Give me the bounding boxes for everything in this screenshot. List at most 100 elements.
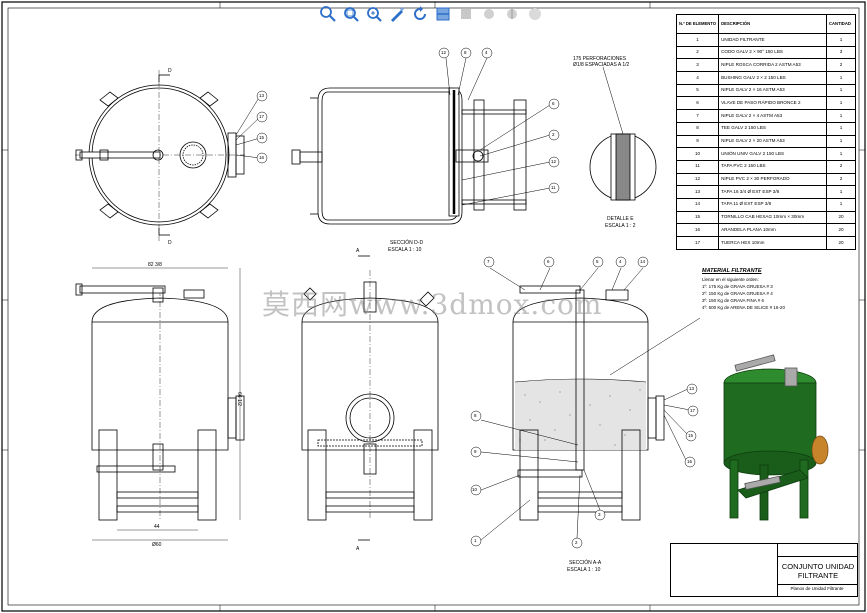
bom-description: NIPLE ROSCA CORRIDA 2 ASTM A53	[718, 58, 827, 73]
bom-description: TAPA PVC 2 150 LBS	[718, 159, 827, 174]
drawing-subtitle: Planos de Unidad Filtrante	[790, 586, 844, 591]
bom-description: NIPLE GALV 2 × 20 ASTM A53	[718, 134, 827, 149]
bom-item-number: 15	[675, 210, 720, 225]
zoom-area-icon[interactable]	[341, 4, 361, 24]
bom-quantity: 1	[826, 197, 856, 212]
bom-quantity: 1	[826, 109, 856, 123]
section-dd-scale: ESCALA 1 : 10	[388, 247, 422, 253]
bom-item-number: 2	[675, 45, 720, 60]
bom-description: NIPLE GALV 2 × 16 ASTM A53	[718, 83, 827, 98]
bom-description: VLAVE DE PASO RÁPIDO BRONCE 2	[718, 96, 827, 111]
bom-item-number: 8	[675, 121, 720, 136]
zoom-fit-icon[interactable]	[318, 4, 338, 24]
bom-item-number: 7	[675, 109, 720, 123]
bom-item-number: 14	[675, 197, 720, 212]
bom-item-number: 4	[675, 71, 720, 85]
bom-quantity: 1	[826, 96, 856, 111]
bom-item-number: 6	[675, 96, 720, 111]
balloon: 8	[464, 50, 467, 55]
material-title: MATERIAL FILTRANTE	[702, 268, 762, 274]
dimension-width: 82 3/8	[148, 262, 162, 268]
svg-text:D: D	[168, 240, 172, 246]
bom-description: CODO GALV 2 × 90° 150 LBS	[718, 45, 827, 60]
bom-quantity: 2	[826, 58, 856, 73]
svg-text:D: D	[168, 68, 172, 74]
material-step: 1º: 175 Kg de GRAVA GRUESA # 3	[702, 284, 773, 289]
material-intro: Llenar en el siguiente orden:	[702, 277, 759, 282]
title-block-header	[777, 544, 857, 557]
bom-description: TAPA 11 Ø EXT ESP 3/8	[718, 197, 827, 212]
bom-description: UNIÓN UNIV GALV 2 150 LBS	[718, 147, 827, 161]
view-toolbar	[318, 3, 545, 25]
balloon: 15	[688, 433, 694, 438]
section-aa-view	[512, 285, 665, 521]
bom-quantity: 2	[826, 172, 856, 187]
balloon: 12	[441, 50, 447, 55]
bom-header-item: N.º DE ELEMENTO	[675, 14, 720, 34]
bom-quantity: 1	[826, 71, 856, 85]
section-dd-label: SECCIÓN D-D	[390, 240, 424, 246]
bom-quantity: 20	[826, 223, 856, 237]
material-step: 2º: 150 Kg de GRAVA GRUESA # 4	[702, 291, 773, 296]
side-view	[301, 270, 439, 521]
bom-description: NIPLE GALV 2 × 4 ASTM A53	[718, 109, 827, 123]
bom-description: TORNILLO CAB HEXAG 10mm × 30mm	[718, 210, 827, 225]
svg-text:A: A	[356, 546, 360, 552]
bom-item-number: 3	[675, 58, 720, 73]
bom-item-number: 12	[675, 172, 720, 187]
material-step: 4º: 500 Kg de ARENA DE SILICE # 16-20	[702, 305, 785, 310]
scene-icon[interactable]	[525, 4, 545, 24]
balloon: 12	[551, 159, 557, 164]
balloon: 6	[552, 101, 555, 106]
hide-show-icon[interactable]	[479, 4, 499, 24]
bom-description: BUSHING GALV 2 × 2 150 LBS	[718, 71, 827, 85]
zoom-in-out-icon[interactable]	[364, 4, 384, 24]
bom-quantity: 1	[826, 134, 856, 149]
title-block: CONJUNTO UNIDAD FILTRANTE Planos de Unid…	[670, 543, 858, 597]
display-style-icon[interactable]	[456, 4, 476, 24]
title-block-divider	[777, 584, 857, 585]
bom-header-row: N.º DE ELEMENTO DESCRIPCIÓN CANTIDAD	[675, 14, 856, 34]
dimension-diameter: Ø60	[152, 542, 162, 548]
balloon: 10	[472, 487, 478, 492]
dimension-leg-span: 44	[154, 524, 160, 530]
bom-item-number: 13	[675, 185, 720, 199]
appearance-icon[interactable]	[502, 4, 522, 24]
svg-text:A: A	[356, 248, 360, 254]
bom-item-number: 16	[675, 223, 720, 237]
rotate-icon[interactable]	[410, 4, 430, 24]
balloon: 2	[575, 540, 578, 545]
perforations-note: 175 PERFORACIONES	[573, 56, 627, 62]
bom-header-quantity: CANTIDAD	[826, 14, 856, 34]
bom-quantity: 1	[826, 33, 856, 47]
section-dd-view	[291, 87, 527, 225]
detail-e-label: DETALLE E	[607, 216, 634, 222]
bom-description: TUERCA HEX 10mm	[718, 236, 827, 250]
bom-item-number: 5	[675, 83, 720, 98]
watermark: 莫西网www.3dmox.com	[262, 288, 603, 321]
sketch-icon[interactable]	[387, 4, 407, 24]
balloon: 8	[474, 413, 477, 418]
front-view	[75, 267, 245, 541]
bom-quantity: 20	[826, 236, 856, 250]
balloon: 16	[687, 459, 693, 464]
balloon: 7	[487, 259, 490, 264]
balloon: 6	[547, 259, 550, 264]
top-view	[75, 70, 245, 242]
bom-description: TEE GALV 2 150 LBS	[718, 121, 827, 136]
balloon: 11	[551, 185, 556, 190]
section-view-icon[interactable]	[433, 4, 453, 24]
balloon: 5	[596, 259, 599, 264]
perforations-note-sub: Ø1/8 ESPACIADAS A 1/2	[573, 62, 630, 68]
